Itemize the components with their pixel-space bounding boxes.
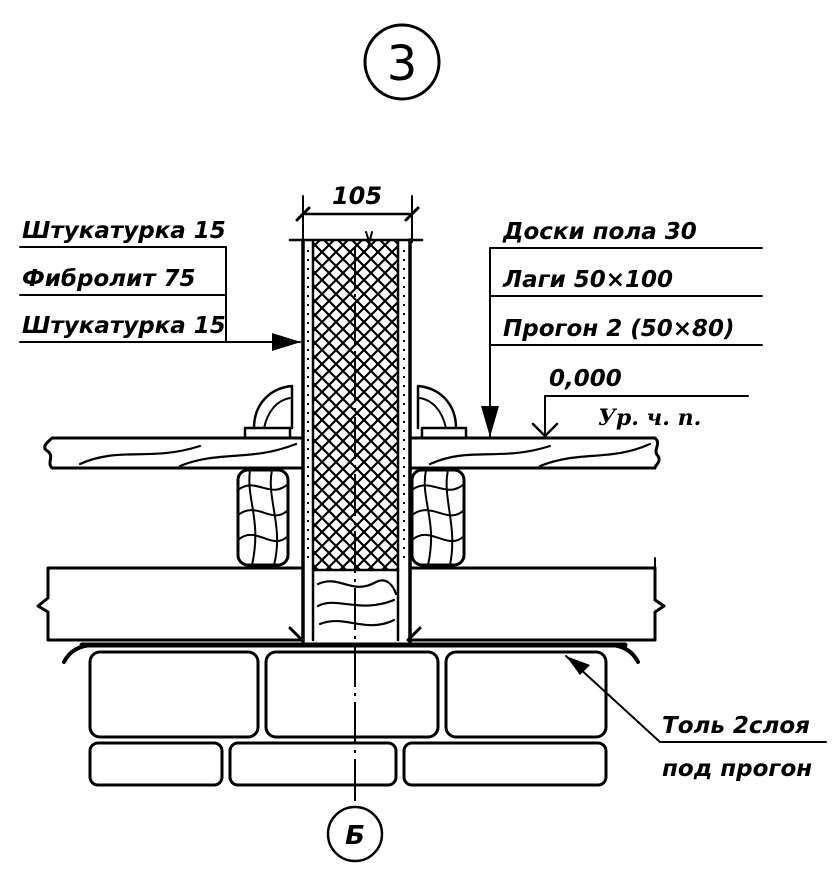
quarter-round-right <box>416 384 458 430</box>
wall-layer-2-label: Фибролит 75 <box>22 266 196 292</box>
joist-right <box>410 468 466 567</box>
felt-curl-left <box>62 643 94 664</box>
felt-tuck-marks <box>288 626 422 642</box>
purlin-left <box>36 566 305 642</box>
brick-bottom-1 <box>88 741 224 787</box>
elevation-triangle <box>531 422 559 438</box>
joist-left-grain <box>238 470 288 565</box>
wall-layer-3-label: Штукатурка 15 <box>22 313 226 339</box>
floor-board-left <box>43 436 305 470</box>
floor-leader-arrow <box>481 406 499 437</box>
dimension-tick-right <box>404 206 420 222</box>
axis-marker-circle <box>326 805 384 863</box>
purlins <box>36 557 666 642</box>
wall-layer-1-label: Штукатурка 15 <box>22 218 226 244</box>
fibrolite-core-upper <box>313 240 398 570</box>
brick-foundation <box>88 650 608 787</box>
axis-b: Б <box>326 246 384 863</box>
elevation-value: 0,000 <box>549 366 622 392</box>
floor-board-right-grain <box>428 442 652 468</box>
floor-boards <box>43 436 661 470</box>
brick-top-3 <box>444 650 608 739</box>
joist-right-grain <box>412 470 464 565</box>
quarter-round-left <box>252 384 294 430</box>
floor-board-right <box>408 436 661 470</box>
plinth-strip-right <box>420 426 468 440</box>
brick-bottom-2 <box>228 741 398 787</box>
brick-top-2 <box>264 650 440 739</box>
brick-bottom-3 <box>402 741 608 787</box>
purlin-right <box>408 566 666 642</box>
elevation-label: Ур. ч. п. <box>598 405 701 431</box>
elevation-mark: 0,000 Ур. ч. п. <box>531 366 749 438</box>
membrane-label-line1: Толь 2слоя <box>662 713 810 739</box>
floor-board-left-grain <box>78 442 298 468</box>
floor-layer-2-label: Лаги 50×100 <box>502 267 673 293</box>
dimension-value: 105 <box>332 182 382 210</box>
plinth-strip-left <box>243 426 292 440</box>
dimension-tick-left <box>295 206 311 222</box>
membrane-label-line2: под прогон <box>662 756 812 782</box>
floor-layer-1-label: Доски пола 30 <box>502 219 697 245</box>
axis-marker-label: Б <box>345 821 365 851</box>
floor-layers-callout: Доски пола 30 Лаги 50×100 Прогон 2 (50×8… <box>481 219 763 437</box>
detail-number: 3 <box>387 36 418 92</box>
roofing-felt <box>62 626 640 664</box>
detail-marker-circle <box>363 23 441 101</box>
membrane-callout: Толь 2слоя под прогон <box>565 655 827 782</box>
brick-top-1 <box>88 650 260 739</box>
felt-curl-right <box>610 643 640 664</box>
quarter-round-right-grain <box>419 397 447 429</box>
membrane-leader-arrow <box>566 656 590 675</box>
joist-left <box>236 468 290 567</box>
wall-leader-arrow <box>272 333 301 351</box>
wall-break-mark <box>365 231 373 249</box>
joists <box>236 468 466 567</box>
quarter-round-left-grain <box>263 397 291 429</box>
detail-marker: 3 <box>363 23 441 101</box>
plinth-fillets <box>243 384 468 440</box>
wall-dimension: 105 <box>295 182 420 243</box>
wall-layers-callout: Штукатурка 15 Фибролит 75 Штукатурка 15 <box>19 218 301 351</box>
floor-layer-3-label: Прогон 2 (50×80) <box>503 316 735 342</box>
